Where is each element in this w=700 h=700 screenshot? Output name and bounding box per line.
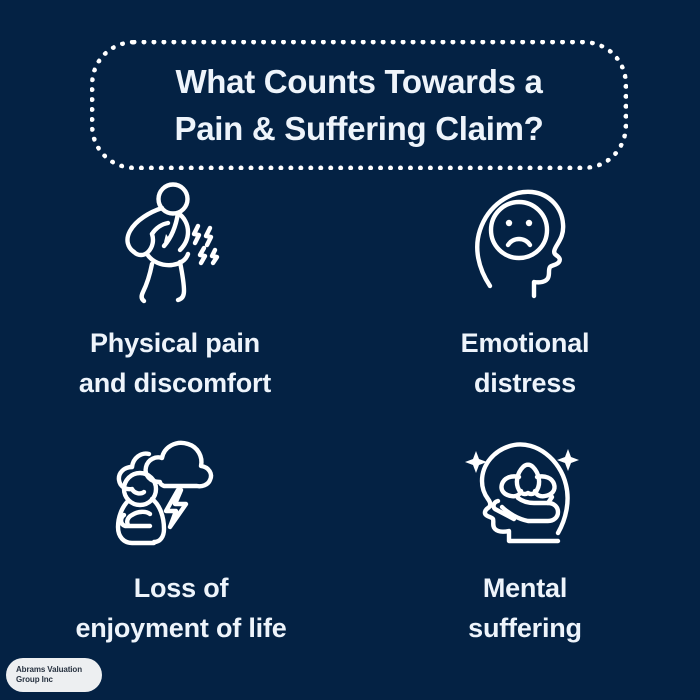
item-label: Mental suffering <box>468 568 582 648</box>
title-banner: What Counts Towards a Pain & Suffering C… <box>90 40 628 170</box>
item-label-line-1: Physical pain <box>90 328 260 358</box>
watermark-logo: Abrams Valuation Group Inc <box>6 658 102 692</box>
item-physical-pain: Physical pain and discomfort <box>0 180 350 425</box>
item-label-line-2: enjoyment of life <box>75 613 287 643</box>
item-label: Physical pain and discomfort <box>79 323 271 403</box>
item-label-line-1: Emotional <box>460 328 590 358</box>
item-label-line-2: distress <box>474 368 576 398</box>
item-label-line-1: Loss of <box>133 573 229 603</box>
item-label-line-1: Mental <box>482 573 568 603</box>
item-emotional-distress: Emotional distress <box>350 180 700 425</box>
person-storm-cloud-icon <box>102 425 224 550</box>
item-label: Emotional distress <box>461 323 590 403</box>
watermark-line-1: Abrams Valuation <box>16 665 82 674</box>
item-label-line-2: and discomfort <box>78 368 272 398</box>
item-loss-of-enjoyment: Loss of enjoyment of life <box>0 425 350 670</box>
item-label: Loss of enjoyment of life <box>75 568 286 648</box>
item-label-line-2: suffering <box>468 613 582 643</box>
head-lotus-hand-icon <box>462 425 584 550</box>
item-mental-suffering: Mental suffering <box>350 425 700 670</box>
person-back-pain-icon <box>114 180 232 305</box>
page-title-line-2: Pain & Suffering Claim? <box>174 110 544 147</box>
head-sad-face-icon <box>464 180 582 305</box>
watermark-line-2: Group Inc <box>16 675 53 684</box>
items-grid: Physical pain and discomfort <box>0 180 700 670</box>
page-title-line-1: What Counts Towards a <box>175 63 543 100</box>
